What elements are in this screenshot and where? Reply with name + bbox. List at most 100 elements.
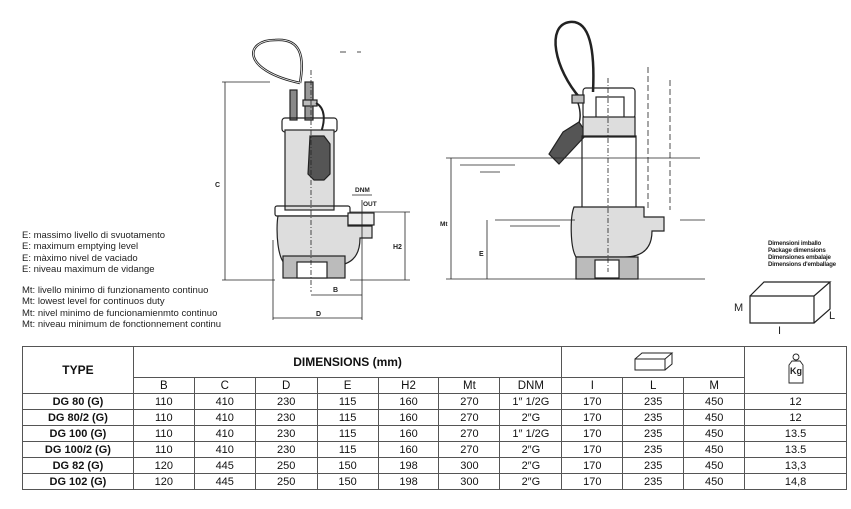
- cell-l: 235: [622, 441, 685, 458]
- cell-b: 110: [132, 409, 195, 426]
- cell-weight: 14,8: [744, 473, 847, 490]
- pump-installed-view: [446, 20, 705, 280]
- cell-dnm: 2″G: [499, 457, 563, 474]
- legend-mt-line: Mt: niveau minimum de fonctionnement con…: [22, 318, 222, 330]
- box-icon: [634, 352, 674, 370]
- cell-e: 150: [316, 473, 379, 490]
- cell-weight: 13.5: [744, 425, 847, 442]
- cell-h2: 198: [377, 457, 440, 474]
- cell-l: 235: [622, 393, 685, 410]
- cell-m: 450: [683, 457, 746, 474]
- cell-b: 120: [132, 457, 195, 474]
- package-label-i: I: [778, 325, 782, 337]
- column-header: I: [561, 377, 624, 394]
- cell-dnm: 1″ 1/2G: [499, 393, 563, 410]
- cell-e: 115: [316, 441, 379, 458]
- cell-c: 410: [193, 425, 256, 442]
- cell-weight: 13.5: [744, 441, 847, 458]
- column-header: L: [622, 377, 685, 394]
- type-header: TYPE: [22, 346, 134, 394]
- cell-mt: 300: [438, 457, 501, 474]
- cell-m: 450: [683, 441, 746, 458]
- cell-d: 230: [254, 409, 318, 426]
- cell-m: 450: [683, 473, 746, 490]
- weight-icon-label: Kg: [790, 366, 802, 376]
- cell-type: DG 102 (G): [22, 473, 134, 490]
- cell-l: 235: [622, 457, 685, 474]
- cell-i: 170: [561, 409, 624, 426]
- package-box-icon: [749, 281, 832, 324]
- dim-label-out: OUT: [363, 201, 377, 208]
- cell-mt: 270: [438, 393, 501, 410]
- dim-label-e: E: [479, 251, 484, 258]
- legend-mt: Mt: livello minimo di funzionamento cont…: [22, 285, 221, 330]
- cell-c: 410: [193, 393, 256, 410]
- column-header: Mt: [438, 377, 501, 394]
- cell-d: 230: [254, 441, 318, 458]
- column-header: H2: [377, 377, 440, 394]
- cell-c: 410: [193, 409, 256, 426]
- legend-e-line: E: màximo nivel de vaciado: [22, 252, 138, 264]
- column-header: E: [316, 377, 379, 394]
- cell-b: 110: [132, 425, 195, 442]
- package-header: [561, 346, 746, 378]
- package-title-line: Dimensiones embalaje: [768, 254, 831, 261]
- column-header: M: [683, 377, 746, 394]
- dimensions-table: TYPE DIMENSIONS (mm) Kg B C D E H2 Mt DN…: [22, 346, 847, 490]
- legend-mt-line: Mt: nivel minimo de funcionamienmto cont…: [22, 307, 218, 319]
- column-header: D: [254, 377, 318, 394]
- cell-i: 170: [561, 457, 624, 474]
- cell-h2: 160: [377, 409, 440, 426]
- cell-dnm: 2″G: [499, 409, 563, 426]
- cell-i: 170: [561, 441, 624, 458]
- cell-type: DG 100/2 (G): [22, 441, 134, 458]
- package-label-l: L: [829, 310, 836, 322]
- package-title-line: Package dimensions: [768, 247, 826, 254]
- package-title-line: Dimensions d'emballage: [768, 261, 836, 268]
- cell-type: DG 80/2 (G): [22, 409, 134, 426]
- cell-type: DG 82 (G): [22, 457, 134, 474]
- dim-label-d: D: [316, 311, 321, 318]
- cell-dnm: 2″G: [499, 441, 563, 458]
- cell-e: 115: [316, 425, 379, 442]
- cell-mt: 300: [438, 473, 501, 490]
- cell-weight: 12: [744, 393, 847, 410]
- cell-d: 230: [254, 393, 318, 410]
- cell-h2: 160: [377, 441, 440, 458]
- dimensions-header: DIMENSIONS (mm): [132, 346, 563, 378]
- dim-label-h2: H2: [393, 244, 402, 251]
- cell-weight: 12: [744, 409, 847, 426]
- dim-label-b: B: [333, 287, 338, 294]
- dim-label-c: C: [215, 182, 220, 189]
- cell-m: 450: [683, 409, 746, 426]
- cell-e: 115: [316, 409, 379, 426]
- cell-i: 170: [561, 393, 624, 410]
- cell-dnm: 1″ 1/2G: [499, 425, 563, 442]
- cell-d: 230: [254, 425, 318, 442]
- legend-e-line: E: massimo livello di svuotamento: [22, 230, 166, 241]
- cell-c: 445: [193, 473, 256, 490]
- legend-mt-line: Mt: lowest level for continuos duty: [22, 296, 165, 308]
- cell-mt: 270: [438, 425, 501, 442]
- cell-d: 250: [254, 457, 318, 474]
- cell-dnm: 2″G: [499, 473, 563, 490]
- cell-l: 235: [622, 425, 685, 442]
- legend-e: E: massimo livello di svuotamento E: max…: [22, 230, 165, 275]
- cell-b: 110: [132, 393, 195, 410]
- dim-label-mt: Mt: [440, 221, 448, 228]
- cell-c: 410: [193, 441, 256, 458]
- column-header: DNM: [499, 377, 563, 394]
- cell-mt: 270: [438, 441, 501, 458]
- weight-header: Kg: [744, 346, 847, 394]
- package-title-line: Dimensioni imballo: [768, 240, 822, 247]
- legend-mt-line: Mt: livello minimo di funzionamento cont…: [22, 285, 209, 296]
- cell-b: 110: [132, 441, 195, 458]
- package-dimensions-title: Dimensioni imballo Package dimensions Di…: [768, 240, 836, 268]
- cell-h2: 160: [377, 425, 440, 442]
- cell-weight: 13,3: [744, 457, 847, 474]
